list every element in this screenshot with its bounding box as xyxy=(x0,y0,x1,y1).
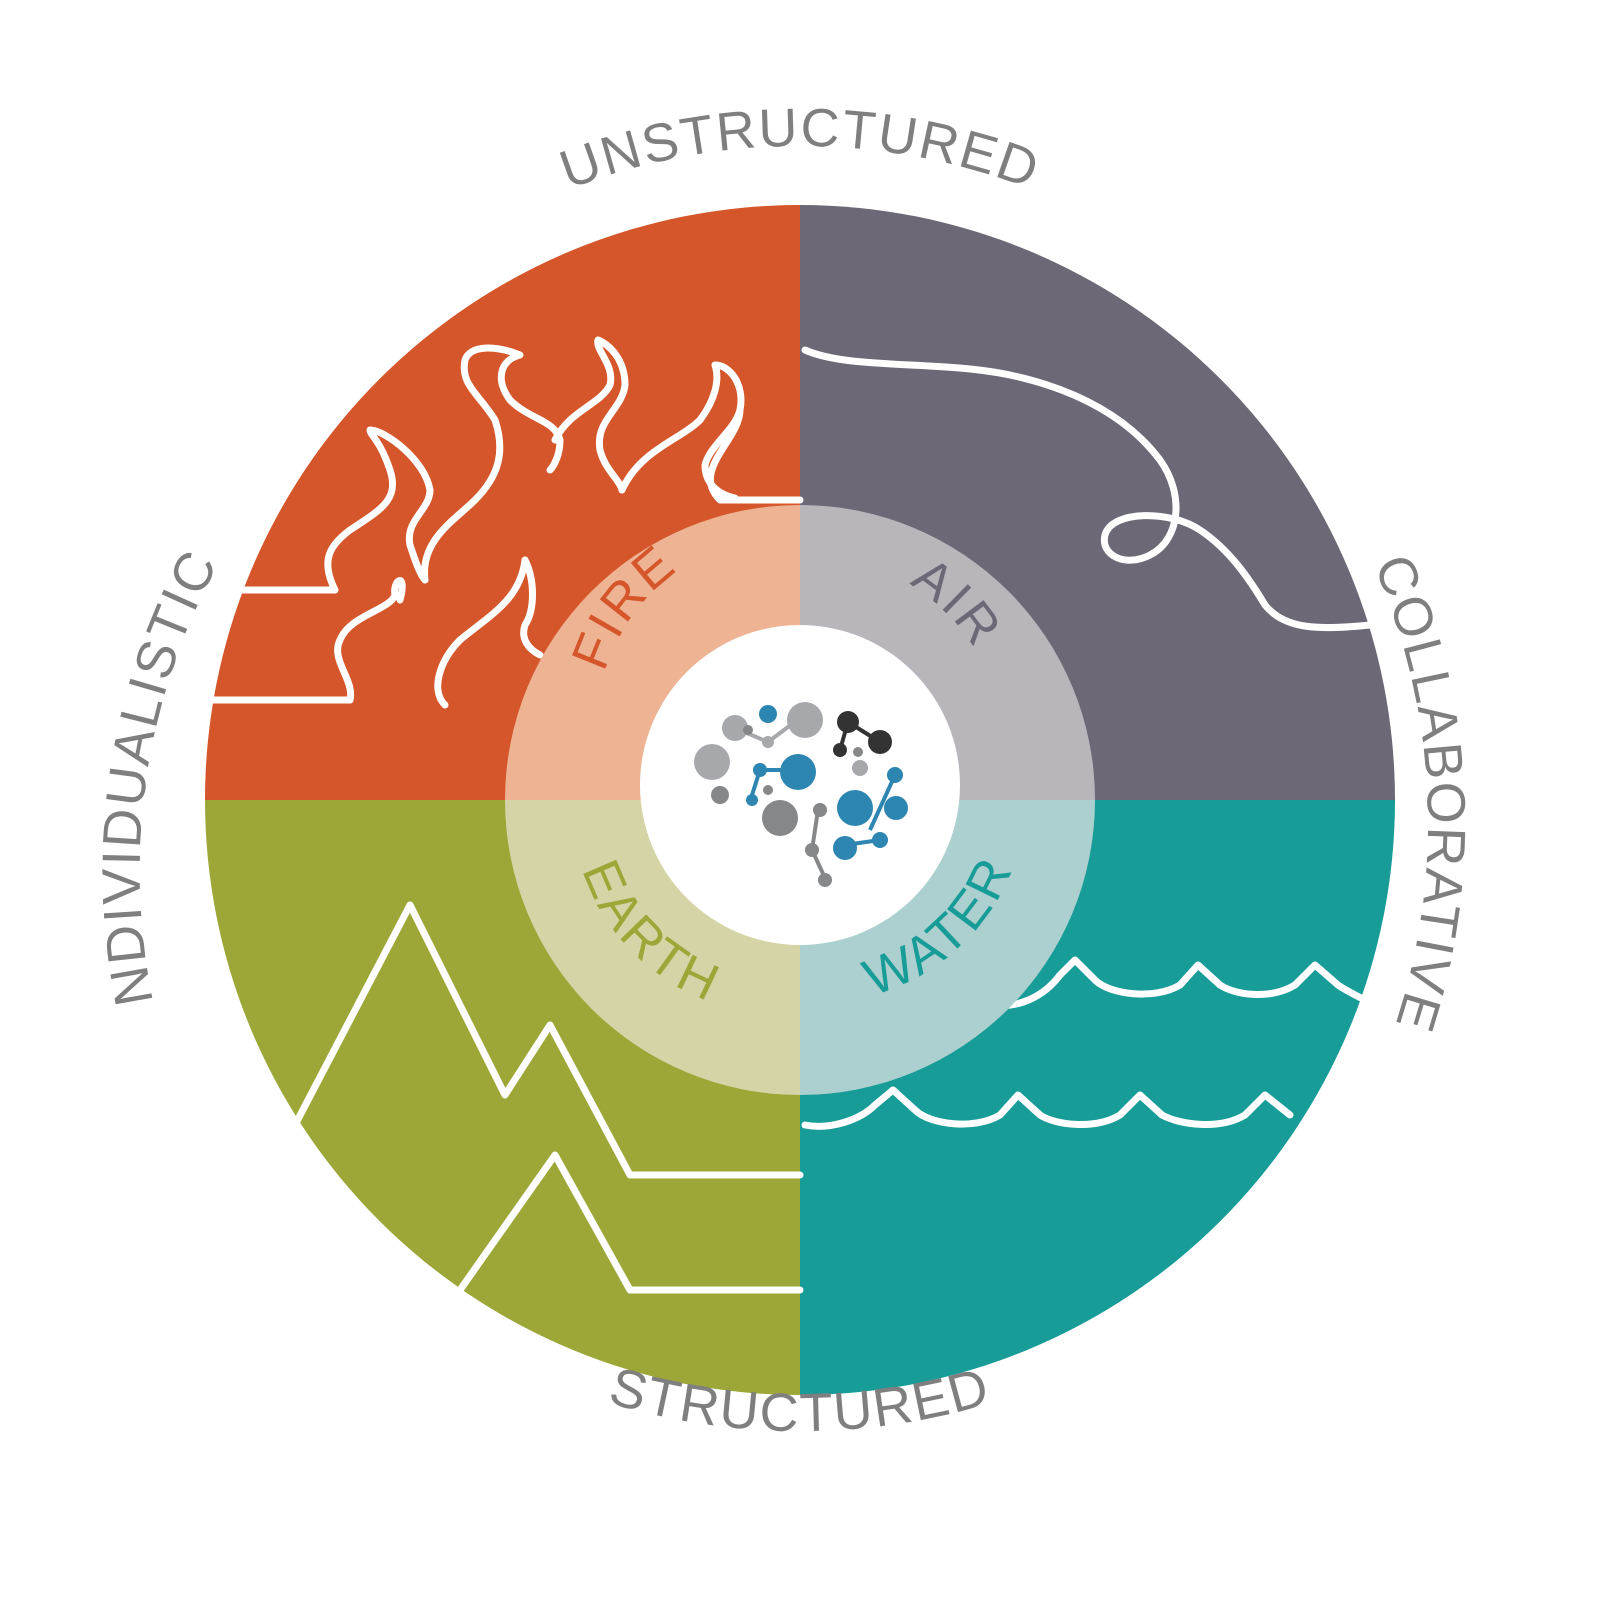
wind-curl-icon xyxy=(801,346,1374,632)
waves-icon xyxy=(801,956,1369,1130)
molecule-brain-icon xyxy=(694,702,908,887)
flames-icon xyxy=(206,336,804,709)
axis-label-individualistic: INDIVIDUALISTIC xyxy=(0,0,230,1010)
mountains-icon xyxy=(291,901,804,1294)
axis-label-unstructured: UNSTRUCTURED xyxy=(552,98,1047,201)
